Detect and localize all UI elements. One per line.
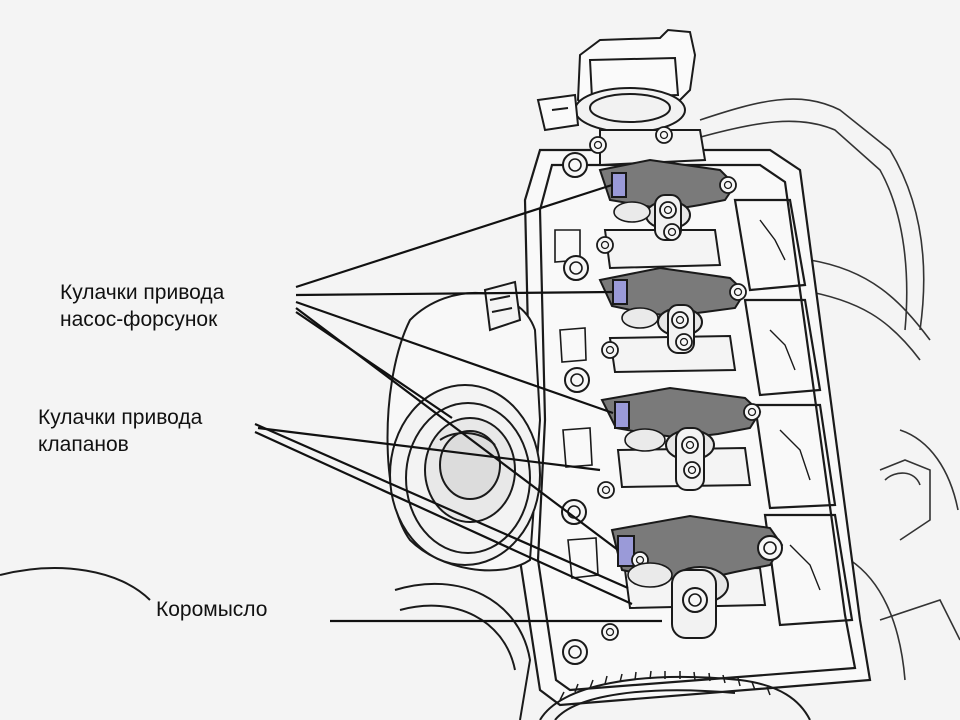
rocker-arm-3 xyxy=(600,386,762,491)
injector-cams-label-line2: насос-форсунок xyxy=(60,308,218,331)
leader-injector-5 xyxy=(295,311,453,419)
injector-cams-label-line1: Кулачки привода xyxy=(60,281,225,304)
engine-outline xyxy=(689,98,960,681)
rocker-arm-2 xyxy=(598,266,747,354)
leader-injector-1 xyxy=(295,183,613,289)
camshaft-pulley-housing xyxy=(536,28,697,133)
lower-components xyxy=(0,567,811,720)
rocker-arm-label: Коромысло xyxy=(156,598,268,621)
leader-valve-1 xyxy=(254,422,629,590)
leader-lines xyxy=(254,183,662,623)
gear-teeth xyxy=(559,670,771,701)
valve-cams-label-line1: Кулачки привода xyxy=(38,406,203,429)
valve-cams-label: Кулачки привода клапанов xyxy=(38,404,202,458)
oil-filler-cap xyxy=(386,280,542,572)
cam-lobes xyxy=(613,201,673,588)
leader-injector-2 xyxy=(295,290,613,297)
leader-valve-3 xyxy=(257,426,601,472)
leader-valve-2 xyxy=(254,430,633,606)
rocker-arm-1 xyxy=(598,126,737,241)
valve-cams-label-line2: клапанов xyxy=(38,433,129,456)
leader-injector-3 xyxy=(295,300,614,415)
injector-cams-label: Кулачки привода насос-форсунок xyxy=(60,279,224,333)
